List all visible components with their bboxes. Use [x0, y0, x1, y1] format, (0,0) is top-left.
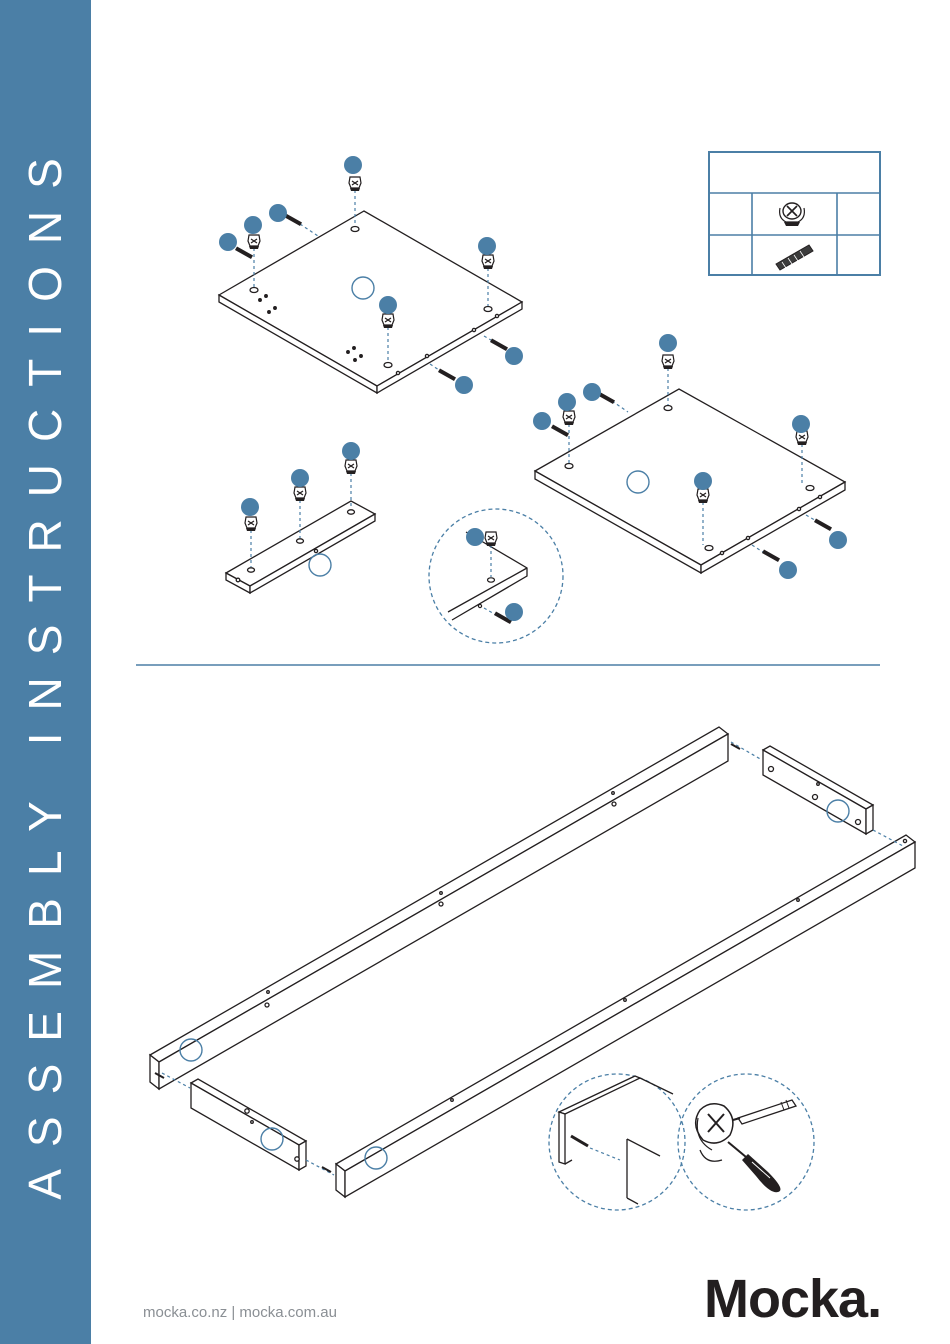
brand-logo: Mocka.	[704, 1268, 881, 1330]
frame-end-panel-right	[763, 746, 873, 834]
cam-lock-icon	[780, 203, 805, 226]
parts-table	[709, 152, 880, 275]
wooden-dowel-icon	[776, 245, 813, 270]
detail-circle-cam-dowel	[429, 509, 563, 643]
frame-connectors	[155, 742, 903, 1175]
footer-website: mocka.co.nz | mocka.com.au	[143, 1304, 337, 1321]
detail-circle-cam-tighten	[678, 1074, 814, 1210]
detail-circle-dowel-insert	[549, 1074, 685, 1210]
panel-top-left	[219, 211, 522, 393]
frame-long-rail-back	[150, 727, 728, 1089]
frame-end-panel-left	[191, 1079, 306, 1170]
frame-long-rail-front	[336, 835, 915, 1197]
